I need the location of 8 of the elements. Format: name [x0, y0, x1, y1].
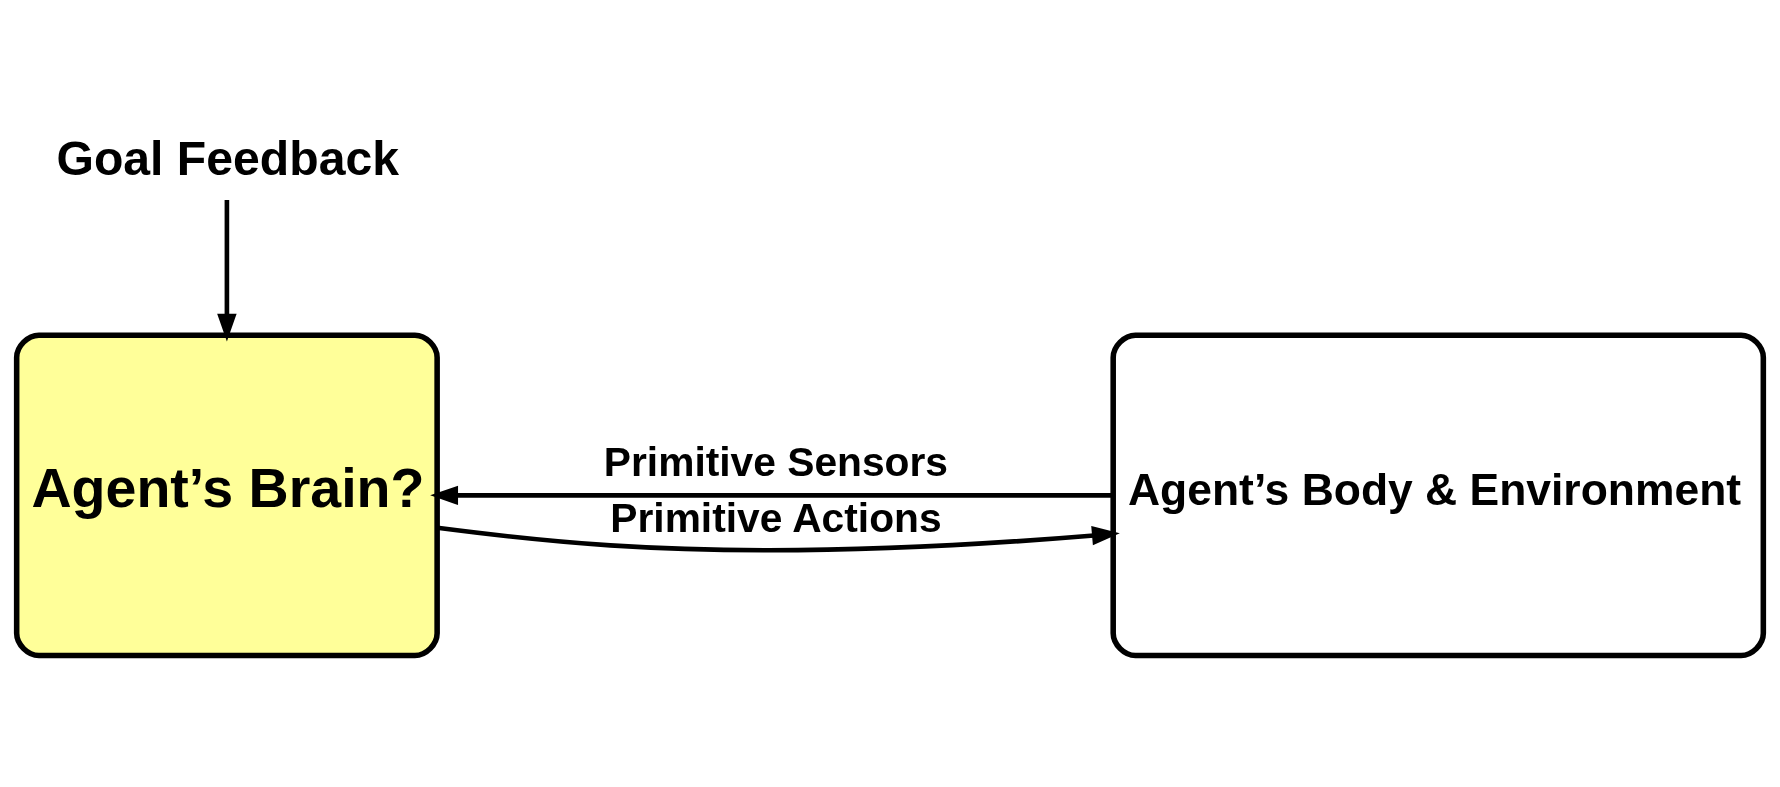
- arrow: [437, 525, 1120, 553]
- node-box: Agent’s Body & Environment: [1110, 332, 1767, 659]
- node-box: Agent’s Brain?: [13, 332, 440, 659]
- arrow: [430, 485, 1114, 506]
- node-text: Goal Feedback: [56, 131, 399, 186]
- edge-label: Primitive Sensors: [603, 439, 948, 486]
- arrow: [217, 200, 237, 342]
- edge-label: Primitive Actions: [610, 494, 942, 541]
